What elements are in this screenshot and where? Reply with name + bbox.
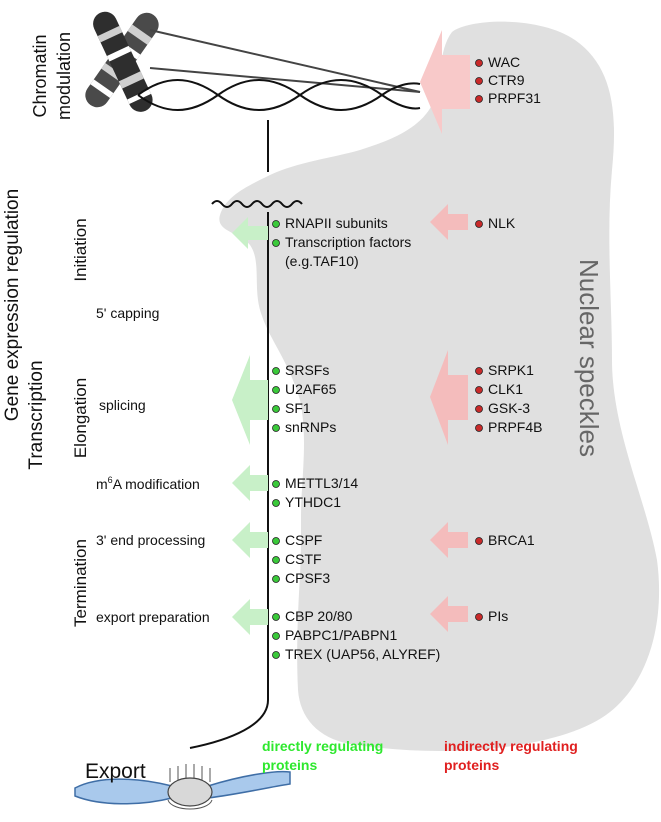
transcription-label: Transcription [26,360,47,469]
chromatin-indirect-arrow [420,30,470,134]
m6a-direct-protein-label: METTL3/14 [285,475,358,491]
initiation-indirect-protein-label: NLK [488,215,516,231]
splicing-indirect-protein-dot [475,424,483,432]
chromatin-protein-label: WAC [488,54,520,70]
nuclear-pore-icon [74,764,291,810]
export-prep-direct-protein-label: CBP 20/80 [285,608,353,624]
end-processing-direct-protein-label: CPSF3 [285,570,330,586]
export-prep-indirect-protein-dot [475,613,483,621]
elongation-label: Elongation [71,378,90,458]
splicing-indirect-arrow [430,350,468,445]
splicing-indirect-protein-dot [475,386,483,394]
end-processing-indirect-protein-dot [475,537,483,545]
chromatin-label-line2: modulation [54,32,74,120]
termination-label: Termination [71,539,90,627]
end-processing-direct-protein-dot [272,556,280,564]
export-prep-direct-protein-dot [272,651,280,659]
splicing-direct-protein-dot [272,424,280,432]
gene-expression-label: Gene expression regulation [2,189,23,421]
splicing-direct-protein-dot [272,386,280,394]
transcript-line [189,212,269,749]
splicing-indirect-protein-dot [475,405,483,413]
splicing-direct-protein-label: SF1 [285,400,311,416]
legend-direct-line1: directly regulating [262,738,383,754]
export-prep-direct-protein-dot [272,613,280,621]
legend-indirect-line2: proteins [444,757,499,773]
export-prep-indirect-arrow [430,596,468,632]
splicing-indirect-protein-label: GSK-3 [488,400,530,416]
process-end-processing: 3' end processing [96,532,205,548]
process-m6a: m6A modification [96,475,200,492]
end-processing-direct-protein-dot [272,575,280,583]
end-processing-direct-protein-dot [272,537,280,545]
export-prep-direct-protein-label: PABPC1/PABPN1 [285,627,398,643]
splicing-indirect-protein-label: PRPF4B [488,419,542,435]
transcript-wave [211,200,303,208]
export-prep-direct-protein-label: TREX (UAP56, ALYREF) [285,646,440,662]
legend-indirect-line1: indirectly regulating [444,738,578,754]
dna-strand-2 [137,79,421,111]
process-capping: 5' capping [96,305,159,321]
end-processing-direct-protein-label: CSPF [285,532,322,548]
m6a-direct-protein-label: YTHDC1 [285,494,341,510]
export-prep-direct-protein-dot [272,632,280,640]
legend-direct-line2: proteins [262,757,317,773]
chromatin-protein-dot [475,59,483,67]
initiation-direct-protein-dot [272,220,280,228]
chromatin-protein-dot [475,77,483,85]
splicing-direct-protein-label: snRNPs [285,419,336,435]
chromatin-label-line1: Chromatin [30,34,50,117]
splicing-direct-protein-dot [272,367,280,375]
initiation-direct-protein-dot [272,239,280,247]
chromosome-icon [85,11,159,112]
end-processing-direct-arrow [232,522,268,558]
end-processing-indirect-protein-label: BRCA1 [488,532,535,548]
initiation-label: Initiation [71,218,90,281]
export-prep-indirect-protein-label: PIs [488,608,508,624]
splicing-indirect-protein-label: SRPK1 [488,362,534,378]
end-processing-direct-protein-label: CSTF [285,551,322,567]
initiation-direct-protein-label: RNAPII subunits [285,215,388,231]
splicing-direct-protein-label: U2AF65 [285,381,337,397]
initiation-indirect-protein-dot [475,220,483,228]
zoom-line-top [149,29,421,93]
initiation-direct-note: (e.g.TAF10) [285,253,359,269]
initiation-direct-protein-label: Transcription factors [285,234,411,250]
chromatin-protein-label: PRPF31 [488,90,541,106]
nuclear-speckles-label: Nuclear speckles [574,259,604,457]
splicing-direct-protein-dot [272,405,280,413]
export-prep-direct-arrow [232,599,268,635]
initiation-direct-arrow [232,217,268,249]
splicing-direct-protein-label: SRSFs [285,362,329,378]
m6a-direct-protein-dot [272,480,280,488]
process-splicing: splicing [99,397,146,413]
splicing-indirect-protein-dot [475,367,483,375]
process-export-prep: export preparation [96,609,210,625]
initiation-indirect-arrow [430,204,468,240]
zoom-line-bottom [149,67,421,93]
chromatin-protein-label: CTR9 [488,72,525,88]
chromatin-protein-dot [475,95,483,103]
export-label: Export [85,760,146,783]
m6a-direct-arrow [232,465,268,501]
splicing-direct-arrow [232,355,268,445]
splicing-indirect-protein-label: CLK1 [488,381,523,397]
end-processing-indirect-arrow [430,522,468,558]
m6a-direct-protein-dot [272,499,280,507]
